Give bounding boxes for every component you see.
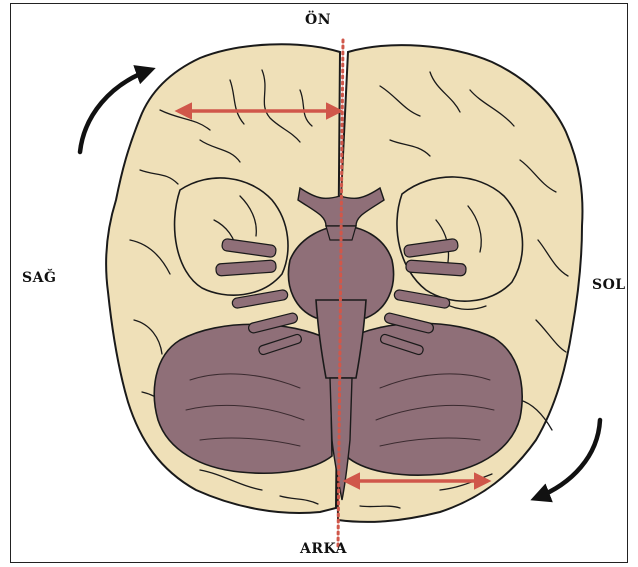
left-side-label: SOL [592,277,626,293]
posterior-label: ARKA [300,541,347,557]
rotation-arrow-bottom-right [536,420,600,498]
left-cerebellar-hemisphere [346,323,522,475]
anterior-label: ÖN [305,12,331,28]
right-cerebellar-hemisphere [154,324,332,473]
right-side-label: SAĞ [22,270,56,286]
